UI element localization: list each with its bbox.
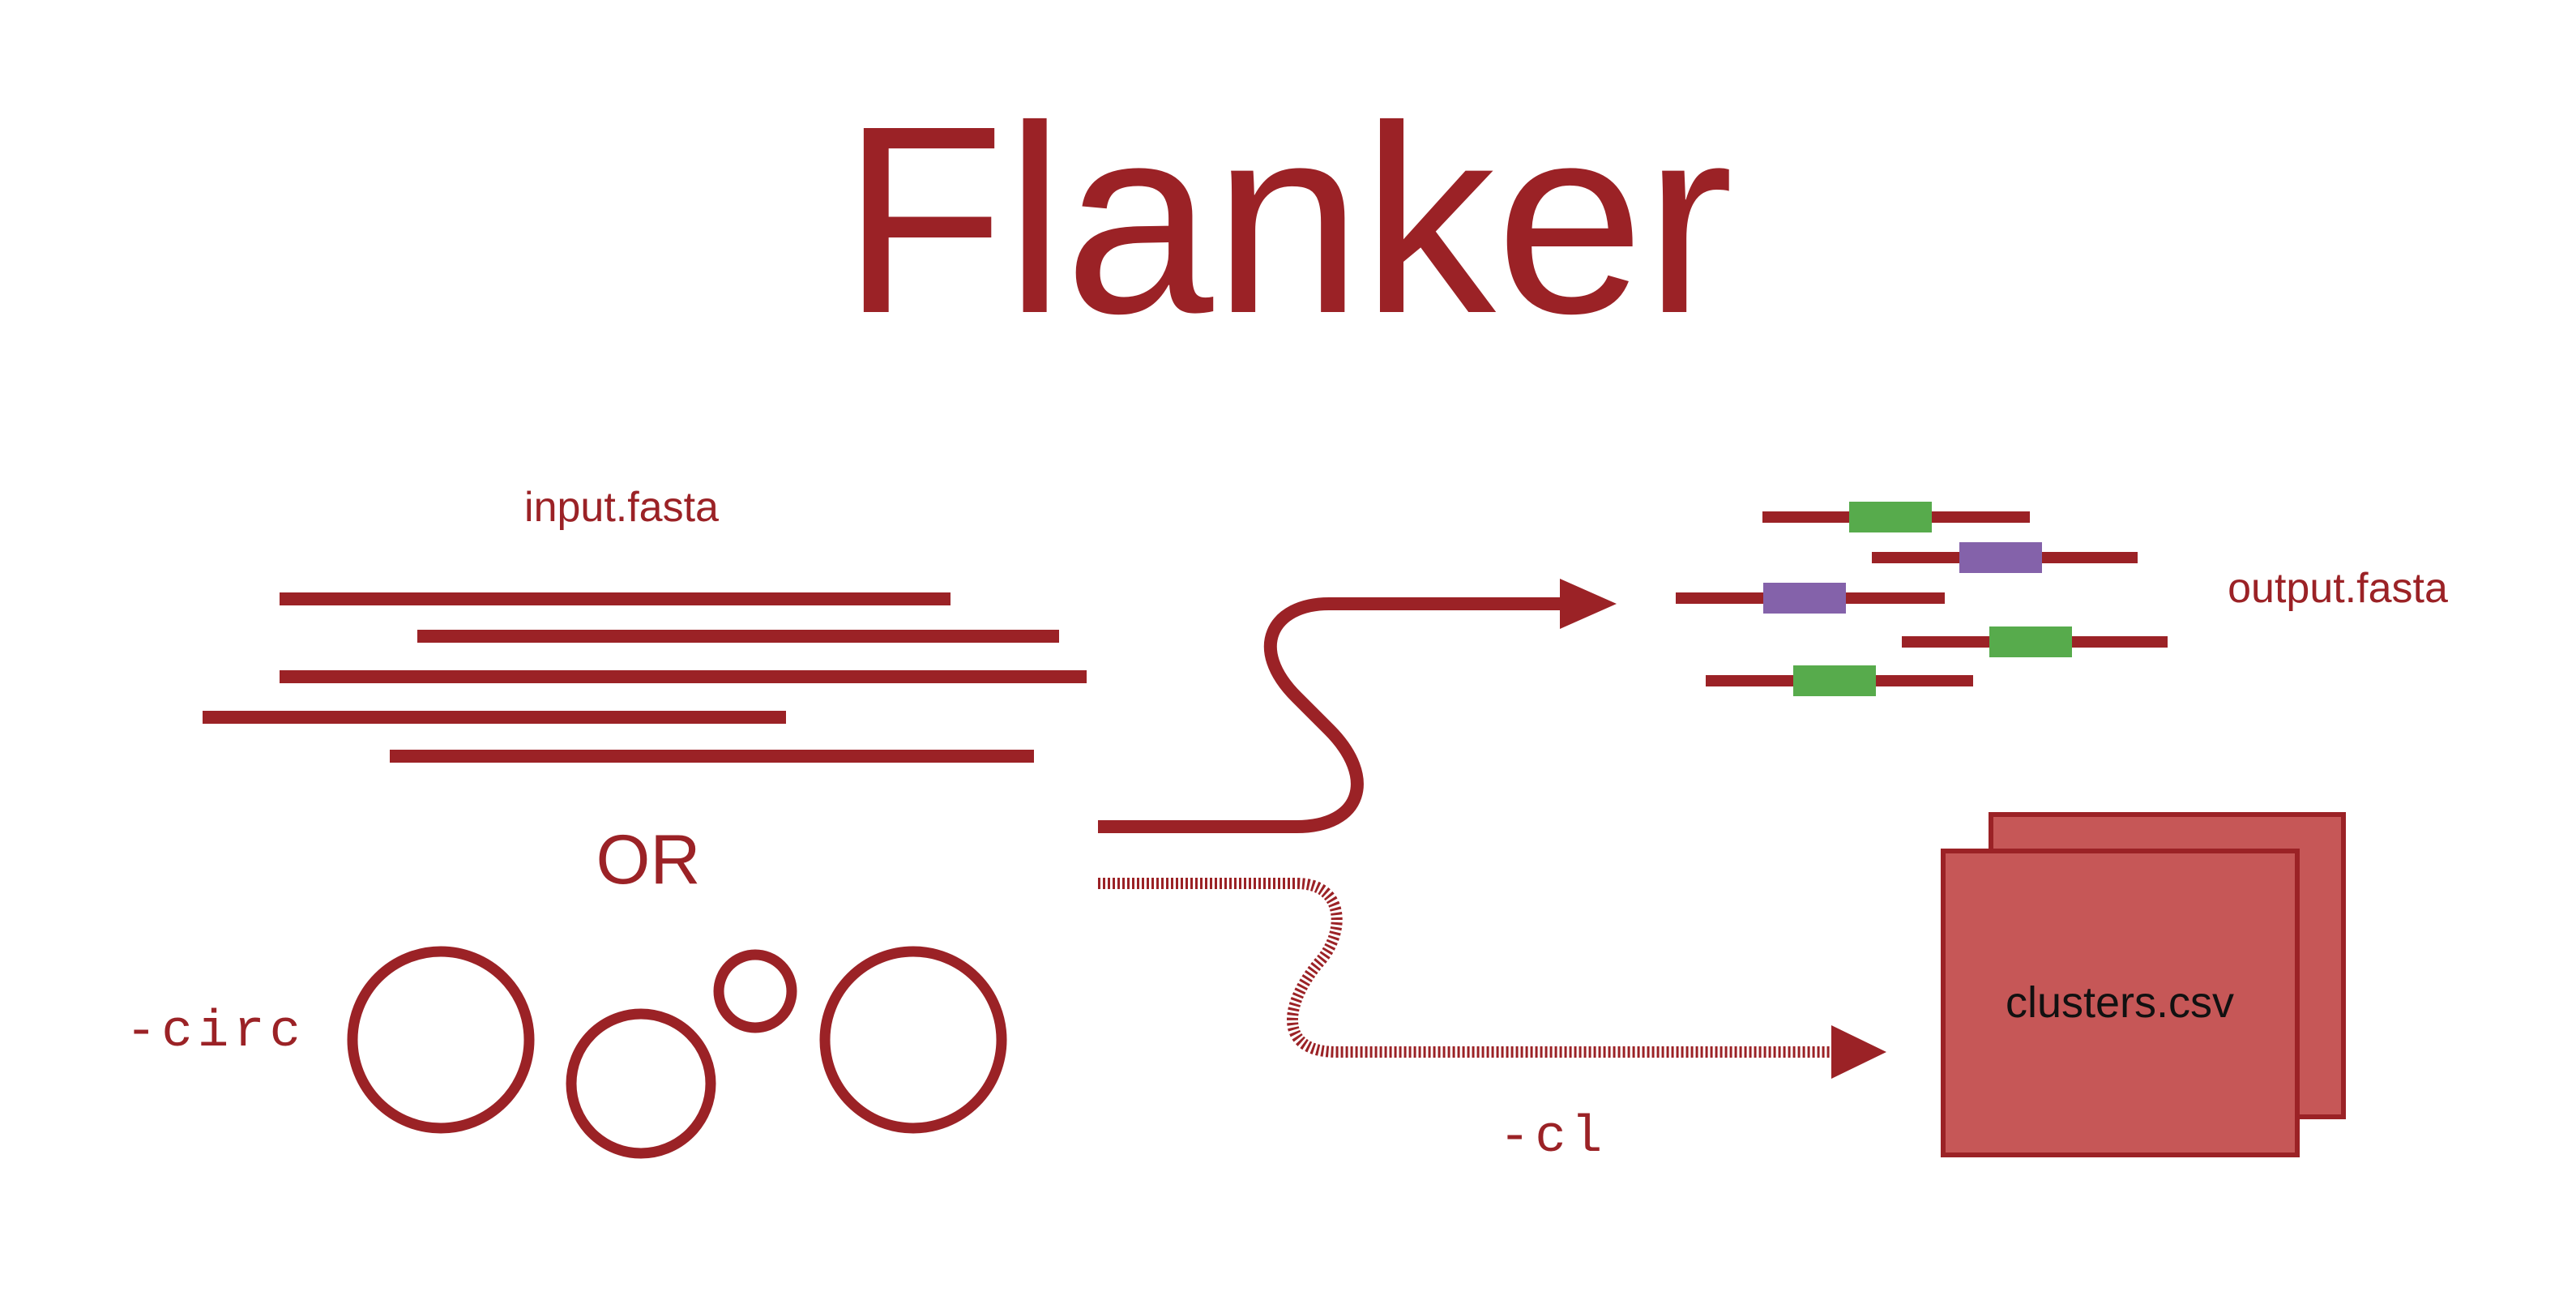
circular-sequence (566, 1008, 716, 1159)
gene-block-green (1793, 665, 1876, 696)
cl-flag-label: -cl (1499, 1109, 1607, 1167)
flank-sequence (1902, 626, 2168, 657)
clusters-file-stack (1941, 812, 2346, 1157)
circ-flag-label: -circ (126, 1003, 305, 1062)
input-reads (203, 592, 1087, 763)
gene-block-purple (1959, 542, 2042, 573)
flank-sequence (1676, 583, 1945, 614)
clusters-label: clusters.csv (2006, 978, 2234, 1027)
flow-arrow-to-output (1098, 597, 1564, 833)
output-label: output.fasta (2228, 565, 2448, 612)
or-label: OR (596, 821, 701, 899)
circular-sequence (819, 946, 1007, 1134)
flow-arrow-to-clusters (1098, 878, 1835, 1058)
gene-block-green (1849, 502, 1932, 532)
input-label: input.fasta (524, 484, 719, 531)
file-sheet-front (1941, 849, 2300, 1157)
circular-sequence (713, 949, 797, 1033)
output-sequences (1676, 502, 2168, 696)
title: Flanker (842, 70, 1733, 369)
arrowhead-clusters (1831, 1025, 1886, 1079)
flank-sequence (1706, 665, 1973, 696)
flank-sequence (1872, 542, 2138, 573)
gene-block-purple (1763, 583, 1846, 614)
circular-sequence (347, 946, 535, 1134)
circular-sequences (347, 946, 1007, 1159)
flank-sequence (1762, 502, 2030, 532)
gene-block-green (1989, 626, 2072, 657)
arrowhead-output (1560, 579, 1617, 629)
